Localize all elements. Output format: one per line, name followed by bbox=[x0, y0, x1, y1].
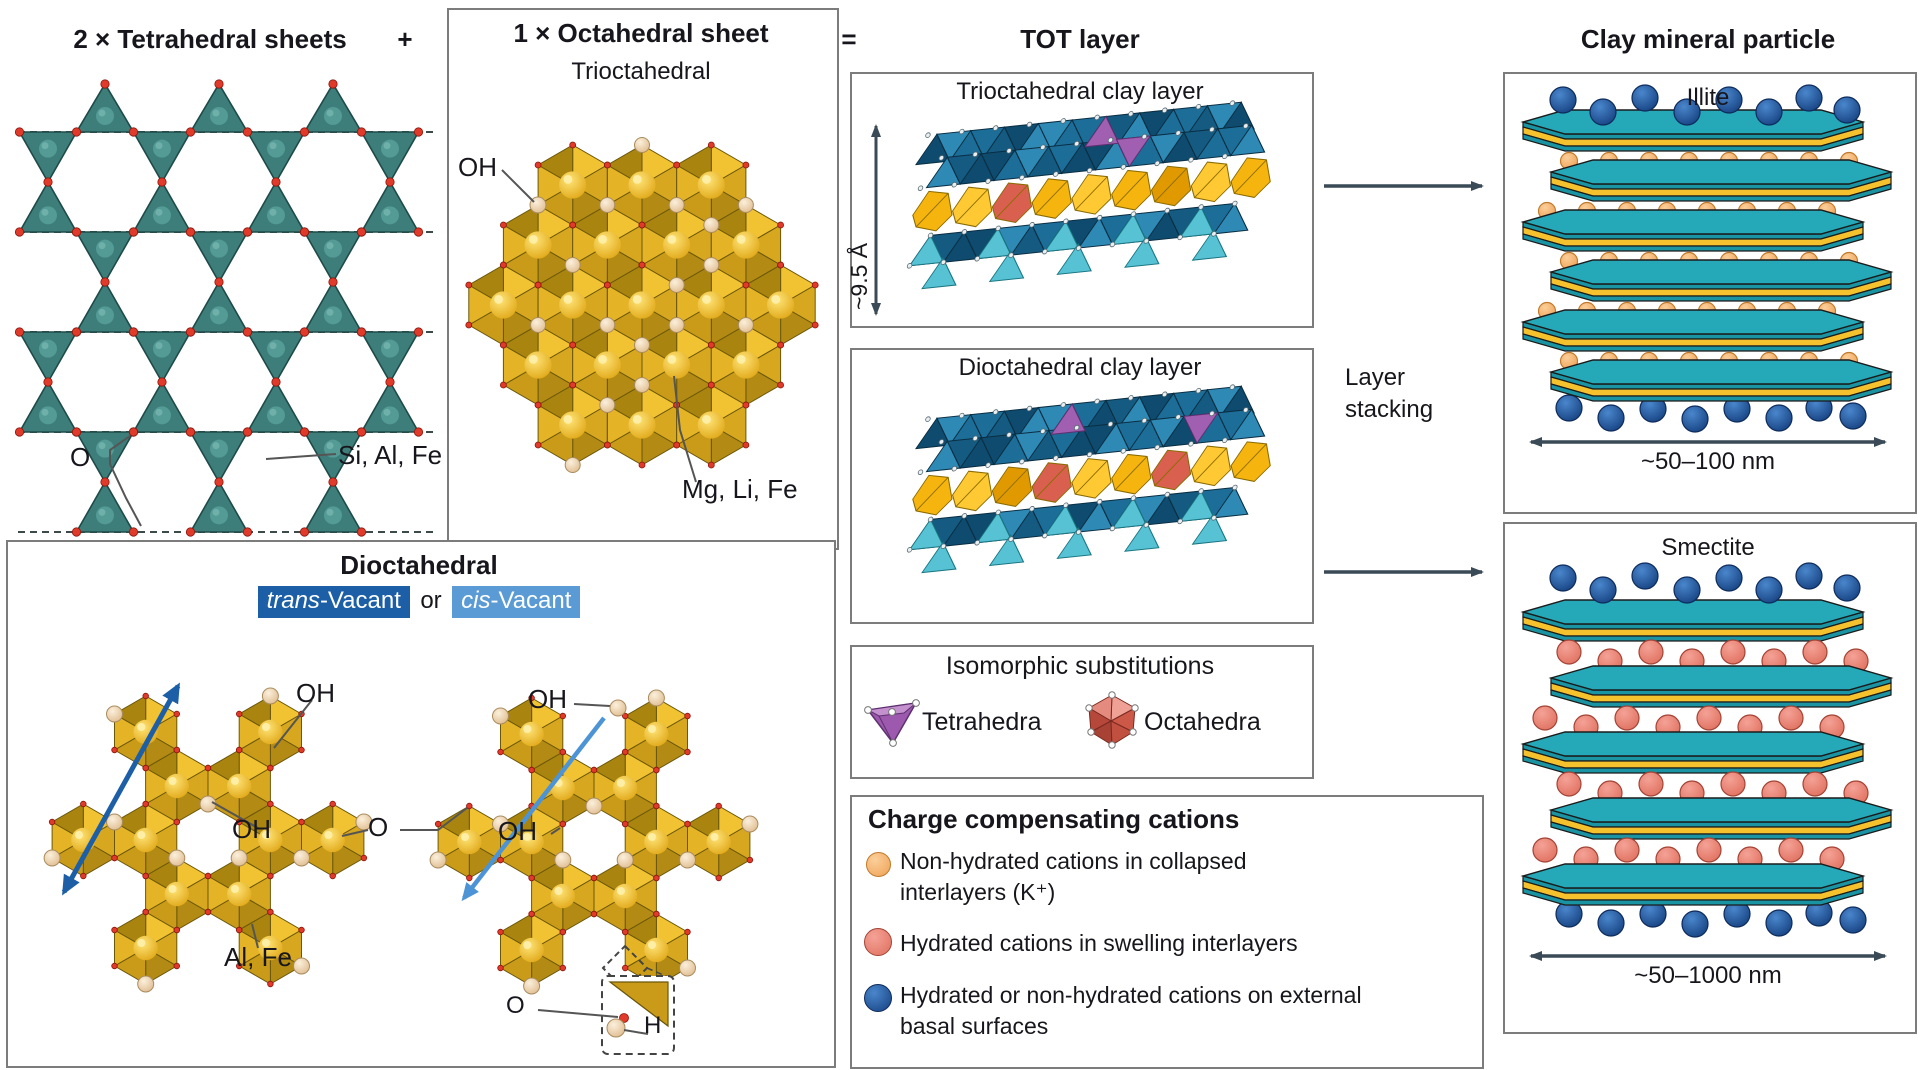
dioctahedral-title: Dioctahedral bbox=[340, 550, 498, 580]
illite-particle-graphic bbox=[1520, 84, 1894, 447]
oh-label: OH bbox=[458, 152, 497, 182]
trans-vacant-badge: trans-Vacant bbox=[257, 586, 410, 618]
oh-right-mid-label: OH bbox=[498, 816, 537, 846]
layer-stacking-label: Layer stacking bbox=[1345, 364, 1434, 423]
or-label: or bbox=[420, 587, 442, 614]
trioctahedral-clay-layer-graphic bbox=[906, 100, 1271, 290]
smectite-size-label: ~50–1000 nm bbox=[1634, 962, 1782, 989]
thickness-arrow bbox=[871, 124, 881, 316]
o-mid-label: O bbox=[368, 812, 389, 842]
dioctahedral-layer-title: Dioctahedral clay layer bbox=[958, 354, 1202, 381]
cation-item-3: Hydrated or non-hydrated cations on exte… bbox=[900, 982, 1362, 1039]
to-smectite-arrow bbox=[1324, 567, 1484, 577]
octa-sheet-title: 1 × Octahedral sheet bbox=[513, 18, 769, 48]
dioctahedral-clay-layer-graphic bbox=[906, 384, 1271, 574]
vacancy-badges: trans-Vacant or cis-Vacant bbox=[6, 586, 832, 618]
cis-rest: -Vacant bbox=[490, 587, 572, 614]
cations-box bbox=[850, 795, 1484, 1069]
cation-item-1: Non-hydrated cations in collapsed interl… bbox=[900, 848, 1247, 905]
o-label: O bbox=[70, 442, 91, 472]
tetra-sheets-title: 2 × Tetrahedral sheets bbox=[73, 24, 347, 54]
inset-o-label: O bbox=[506, 992, 525, 1019]
illite-title: Illite bbox=[1686, 84, 1730, 111]
oh-mid-label: OH bbox=[232, 814, 271, 844]
inset-h-label: H bbox=[644, 1012, 662, 1039]
orange-cation-icon bbox=[866, 852, 891, 877]
illite-size-label: ~50–100 nm bbox=[1640, 448, 1776, 475]
octahedra-label: Octahedra bbox=[1144, 708, 1261, 736]
purple-tetrahedron-icon bbox=[864, 699, 920, 747]
isomorphic-box bbox=[850, 645, 1314, 779]
trans-italic: trans bbox=[266, 587, 320, 614]
cis-vacant-badge: cis-Vacant bbox=[452, 586, 581, 618]
octa-sheet-subtitle: Trioctahedral bbox=[571, 58, 711, 85]
blue-cation-icon bbox=[864, 984, 892, 1012]
smectite-title: Smectite bbox=[1661, 534, 1755, 561]
tot-layer-title: TOT layer bbox=[1020, 24, 1140, 54]
oh-right-top-label: OH bbox=[528, 684, 567, 714]
dioctahedral-detail-graphic bbox=[43, 682, 759, 1055]
equals-sign: = bbox=[841, 24, 857, 54]
red-octahedron-icon bbox=[1085, 691, 1139, 749]
oh-top-label: OH bbox=[296, 678, 335, 708]
tetrahedral-sheet-graphic bbox=[14, 79, 438, 537]
mg-li-fe-label: Mg, Li, Fe bbox=[682, 474, 798, 504]
cation-item-2: Hydrated cations in swelling interlayers bbox=[900, 930, 1298, 956]
plus-sign: + bbox=[397, 24, 413, 54]
to-illite-arrow bbox=[1324, 181, 1484, 191]
octahedral-sheet-graphic bbox=[465, 137, 819, 483]
thickness-label: ~9.5 Å bbox=[846, 242, 872, 310]
trans-rest: -Vacant bbox=[319, 587, 401, 614]
clay-particle-title: Clay mineral particle bbox=[1580, 24, 1836, 54]
smectite-particle-graphic bbox=[1520, 562, 1894, 961]
si-al-fe-label: Si, Al, Fe bbox=[338, 440, 443, 470]
al-fe-label: Al, Fe bbox=[224, 942, 292, 972]
cis-italic: cis bbox=[461, 587, 491, 614]
tetrahedra-label: Tetrahedra bbox=[922, 708, 1042, 736]
cations-title: Charge compensating cations bbox=[868, 804, 1240, 834]
trioctahedral-layer-title: Trioctahedral clay layer bbox=[956, 78, 1204, 105]
isomorphic-title: Isomorphic substitutions bbox=[945, 652, 1215, 680]
red-cation-icon bbox=[864, 928, 892, 956]
